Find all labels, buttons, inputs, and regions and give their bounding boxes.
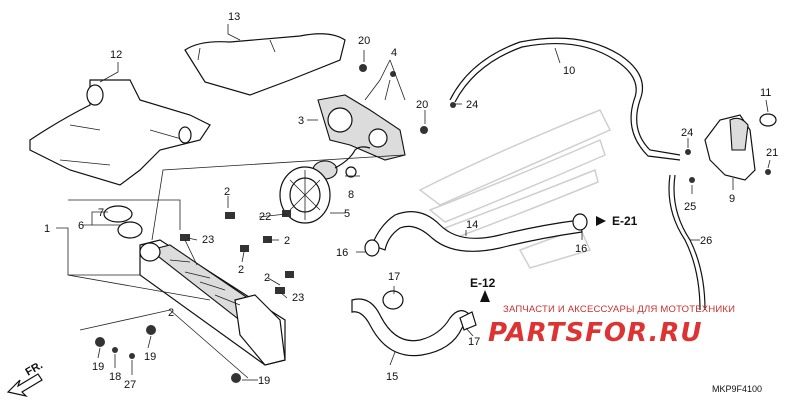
callout-22: 22 <box>259 211 271 223</box>
callout-25: 25 <box>684 201 696 213</box>
callout-3: 3 <box>298 115 304 127</box>
callout-2: 2 <box>238 264 244 276</box>
part-13-upper-cover <box>184 33 346 96</box>
callout-4: 4 <box>391 47 397 59</box>
callout-17: 17 <box>388 271 400 283</box>
callout-19: 19 <box>92 361 104 373</box>
callout-12: 12 <box>110 49 122 61</box>
callout-14: 14 <box>466 219 478 231</box>
callout-24: 24 <box>681 127 693 139</box>
reference-e21: E-21 <box>596 214 638 228</box>
callout-17: 17 <box>468 336 480 348</box>
part-3-fan-shroud <box>317 94 406 161</box>
front-direction-arrow: FR. <box>6 359 45 398</box>
callout-2: 2 <box>264 272 270 284</box>
part-7-radiator-cap <box>103 205 143 239</box>
callout-19: 19 <box>258 375 270 387</box>
diagram-code: MKP9F4100 <box>712 384 762 394</box>
callout-9: 9 <box>729 193 735 205</box>
part-9-reserve-tank <box>704 113 777 181</box>
reference-e12: E-12 <box>470 276 496 302</box>
callout-23: 23 <box>292 292 304 304</box>
callout-20: 20 <box>358 35 370 47</box>
callout-15: 15 <box>386 371 398 383</box>
fasteners <box>95 64 771 383</box>
callout-7: 7 <box>98 207 104 219</box>
callout-16: 16 <box>336 247 348 259</box>
part-14-radiator-hose <box>371 211 583 252</box>
callout-26: 26 <box>700 235 712 247</box>
watermark-tagline: ЗАПЧАСТИ И АКСЕССУАРЫ ДЛЯ МОТОТЕХНИКИ <box>503 304 736 315</box>
callout-13: 13 <box>228 11 240 23</box>
callout-2: 2 <box>284 235 290 247</box>
callout-6: 6 <box>78 220 84 232</box>
leader-lines <box>56 24 771 381</box>
callout-11: 11 <box>760 87 771 99</box>
callout-23: 23 <box>202 234 214 246</box>
reference-e21-label: E-21 <box>612 214 638 228</box>
hose-clamps <box>364 213 588 331</box>
callout-1: 1 <box>44 223 50 235</box>
callout-20: 20 <box>416 99 428 111</box>
callout-27: 27 <box>124 379 136 391</box>
reference-e12-label: E-12 <box>470 276 496 290</box>
callout-labels: 1 2 2 2 2 2 3 4 5 6 7 8 9 10 11 12 13 14… <box>44 11 778 391</box>
callout-8: 8 <box>348 189 354 201</box>
callout-19: 19 <box>144 351 156 363</box>
radiator-assembly <box>139 239 286 366</box>
part-15-lower-hose <box>351 298 471 357</box>
callout-16: 16 <box>575 243 587 255</box>
callout-24: 24 <box>466 99 478 111</box>
part-12-shroud <box>29 79 211 186</box>
front-direction-label: FR. <box>24 359 45 378</box>
part-10-hose <box>449 37 681 161</box>
callout-21: 21 <box>766 147 778 159</box>
callout-18: 18 <box>109 371 121 383</box>
watermark-logo: PARTSFOR.RU <box>488 318 703 348</box>
part-5-cooling-fan <box>279 166 331 224</box>
callout-10: 10 <box>563 65 575 77</box>
callout-2: 2 <box>168 307 174 319</box>
callout-5: 5 <box>344 208 350 220</box>
callout-2: 2 <box>224 186 230 198</box>
